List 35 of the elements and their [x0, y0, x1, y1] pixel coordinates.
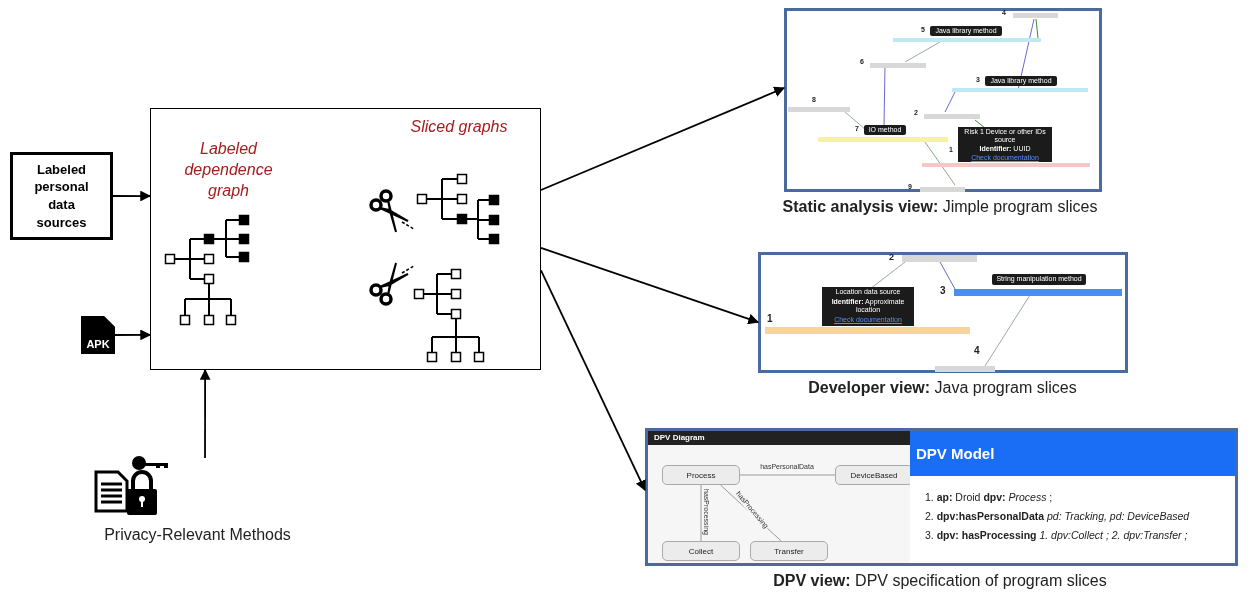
file-icon: APK	[81, 316, 115, 354]
list-item: 2. dpv:hasPersonalData pd: Tracking, pd: DeviceBased	[925, 510, 1190, 523]
node-label: DPV view: DPV specification of program slices	[772, 572, 1108, 590]
step-number: 3	[940, 285, 946, 297]
node-label: Process	[686, 470, 716, 480]
list-item: 1. ap: Droid dpv: Process ;	[925, 491, 1053, 504]
node-label: Privacy-Relevant Methods	[103, 526, 292, 544]
node-label: Transfer	[774, 546, 804, 556]
step-number: 1	[767, 313, 773, 325]
panel-header: DPV Model	[910, 431, 1235, 476]
connector-line	[700, 484, 702, 542]
process-box	[150, 108, 541, 370]
panel-header: DPV Diagram	[648, 431, 910, 445]
node-label: Static analysis view: Jimple program slices	[781, 198, 1099, 216]
connector-line	[739, 474, 836, 476]
graph-node	[750, 541, 828, 561]
arrow	[540, 269, 646, 492]
arrow	[540, 86, 785, 191]
input-box	[10, 152, 113, 240]
graph-title: Sliced graphs	[409, 117, 509, 137]
list-item: 3. dpv: hasProcessing 1. dpv:Collect ; 2. dpv:Transfer ;	[925, 529, 1188, 542]
step-number: 4	[974, 345, 980, 357]
graph-node	[835, 465, 913, 485]
node-label: DeviceBased	[850, 470, 898, 480]
graph-node	[662, 541, 740, 561]
step-number: 2	[889, 252, 894, 263]
arrow	[114, 329, 152, 341]
node-label: Collect	[688, 546, 714, 556]
graph-node	[662, 465, 740, 485]
arrow	[112, 190, 152, 202]
node-label: Developer view: Java program slices	[807, 379, 1078, 397]
arrow	[540, 247, 759, 325]
arrow	[199, 368, 211, 459]
graph-title: Labeled dependence graph	[183, 139, 274, 201]
node-label: Labeled personal data sources	[33, 160, 90, 232]
